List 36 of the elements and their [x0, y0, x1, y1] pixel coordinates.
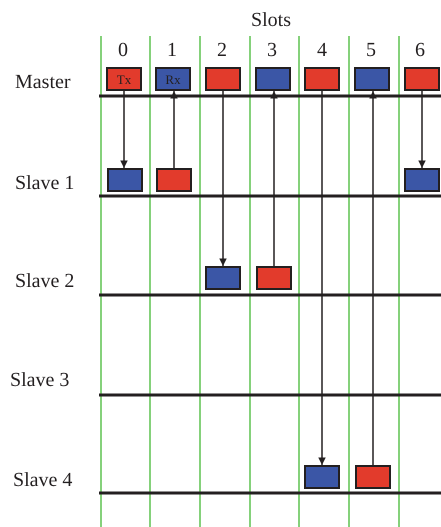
slot-number: 5 — [366, 40, 376, 60]
packet-box — [404, 67, 440, 91]
row-label: Slave 2 — [15, 271, 74, 291]
packet-box — [304, 67, 340, 91]
arrow — [170, 91, 178, 168]
packet-box — [304, 465, 340, 489]
packet-box — [205, 266, 241, 290]
packet-box — [255, 67, 291, 91]
row-label: Master — [15, 72, 71, 92]
row-label: Slave 1 — [15, 173, 74, 193]
packet-box — [156, 168, 192, 192]
slot-number: 6 — [415, 40, 425, 60]
packet-box — [106, 67, 142, 91]
packet-box — [205, 67, 241, 91]
arrow — [369, 91, 377, 465]
axis-title: Slots — [250, 10, 292, 30]
slot-number: 4 — [317, 40, 327, 60]
row-label: Slave 3 — [10, 370, 70, 390]
slot-number: 1 — [167, 40, 177, 60]
packet-box — [107, 168, 143, 192]
arrow — [270, 91, 278, 266]
packet-label: Rx — [165, 72, 181, 86]
packet-box — [355, 465, 391, 489]
slot-number: 3 — [267, 40, 277, 60]
packet-box — [256, 266, 292, 290]
slot-number: 2 — [217, 40, 227, 60]
arrow — [120, 91, 128, 168]
arrow — [219, 91, 227, 266]
packet-label: Tx — [116, 72, 132, 86]
arrow — [318, 91, 326, 465]
arrow — [418, 91, 426, 168]
packet-box — [404, 168, 440, 192]
slot-number: 0 — [118, 40, 128, 60]
packet-box — [354, 67, 390, 91]
row-label: Slave 4 — [13, 470, 72, 490]
packet-box — [155, 67, 191, 91]
